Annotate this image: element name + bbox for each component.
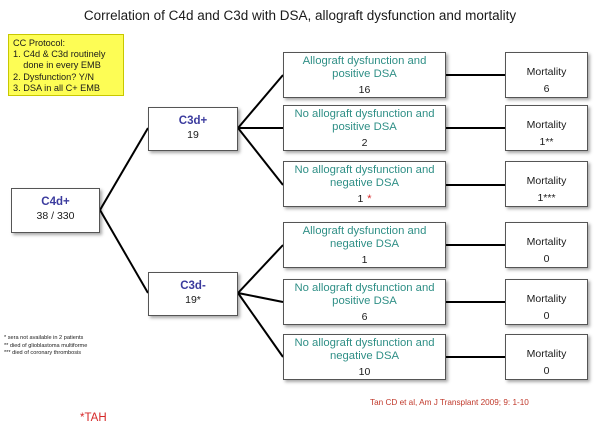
protocol-line: 3. DSA in all C+ EMB	[13, 82, 101, 93]
protocol-line: done in every EMB	[13, 60, 101, 71]
mortality-box-3: Mortality 1***	[505, 161, 588, 207]
mortality-label: Mortality	[526, 119, 567, 131]
outcome-2: No allograft dysfunction and positive DS…	[283, 105, 446, 151]
connector-root-c3dneg	[99, 209, 149, 294]
mortality-box-1: Mortality 6	[505, 52, 588, 98]
connector-c3dneg-outcome-5	[237, 292, 284, 303]
outcome-title: No allograft dysfunction and negative DS…	[294, 164, 435, 189]
node-c3d-negative: C3d- 19*	[148, 272, 238, 316]
outcome-1: Allograft dysfunction and positive DSA 1…	[283, 52, 446, 98]
node-label: C3d+	[178, 115, 208, 127]
footnote: *** died of coronary thrombosis	[4, 350, 82, 357]
citation: Tan CD et al, Am J Transplant 2009; 9: 1…	[370, 398, 529, 407]
outcome-count: 1	[361, 254, 368, 266]
mortality-label: Mortality	[526, 348, 567, 360]
mortality-box-6: Mortality 0	[505, 334, 588, 380]
connector-c3dpos-outcome-3	[237, 127, 284, 186]
footnote: ** died of glioblastoma multiforme	[4, 342, 88, 349]
mortality-label: Mortality	[526, 236, 567, 248]
mortality-count: 6	[543, 83, 550, 95]
mortality-box-5: Mortality 0	[505, 279, 588, 325]
outcome-count: 1	[357, 193, 364, 205]
mortality-label: Mortality	[526, 175, 567, 187]
tah-note: *TAH	[80, 412, 107, 424]
mortality-label: Mortality	[526, 293, 567, 305]
outcome-title: No allograft dysfunction and positive DS…	[294, 282, 435, 307]
outcome-title: Allograft dysfunction and negative DSA	[302, 225, 427, 250]
connector-root-c3dpos	[99, 127, 149, 211]
outcome-6: No allograft dysfunction and negative DS…	[283, 334, 446, 380]
node-c4d-positive: C4d+ 38 / 330	[11, 188, 100, 233]
connector-c3dneg-outcome-6	[237, 292, 284, 358]
mortality-label: Mortality	[526, 66, 567, 78]
node-label: C4d+	[41, 196, 70, 208]
mortality-count: 0	[543, 310, 550, 322]
connector-c3dpos-outcome-1	[237, 74, 284, 129]
node-count: 38 / 330	[36, 210, 75, 222]
node-count: 19*	[185, 294, 201, 306]
mortality-count: 1**	[539, 136, 554, 148]
mortality-count: 0	[543, 253, 550, 265]
node-label: C3d-	[180, 280, 206, 292]
node-c3d-positive: C3d+ 19	[148, 107, 238, 151]
outcome-4: Allograft dysfunction and negative DSA 1	[283, 222, 446, 268]
outcome-title: No allograft dysfunction and negative DS…	[294, 337, 435, 362]
protocol-note: CC Protocol: 1. C4d & C3d routinely done…	[8, 34, 124, 96]
protocol-line: CC Protocol:	[13, 38, 66, 48]
mortality-box-2: Mortality 1**	[505, 105, 588, 151]
outcome-5: No allograft dysfunction and positive DS…	[283, 279, 446, 325]
footnotes: * sera not available in 2 patients ** di…	[4, 335, 87, 358]
footnote: * sera not available in 2 patients	[4, 335, 84, 341]
mortality-count: 1***	[537, 192, 556, 204]
mortality-box-4: Mortality 0	[505, 222, 588, 268]
outcome-3: No allograft dysfunction and negative DS…	[283, 161, 446, 207]
outcome-title: Allograft dysfunction and positive DSA	[302, 55, 427, 80]
outcome-count: 10	[358, 366, 371, 378]
connector-c3dneg-outcome-4	[237, 244, 284, 294]
outcome-count: 2	[361, 137, 368, 149]
slide-title: Correlation of C4d and C3d with DSA, all…	[83, 8, 517, 23]
protocol-line: 1. C4d & C3d routinely	[13, 49, 106, 60]
protocol-line: 2. Dysfunction? Y/N	[13, 71, 95, 82]
outcome-count: 16	[358, 84, 371, 96]
node-count: 19	[187, 129, 199, 141]
outcome-title: No allograft dysfunction and positive DS…	[294, 108, 435, 133]
mortality-count: 0	[543, 365, 550, 377]
outcome-asterisk: *	[367, 193, 372, 205]
outcome-count: 6	[361, 311, 368, 323]
